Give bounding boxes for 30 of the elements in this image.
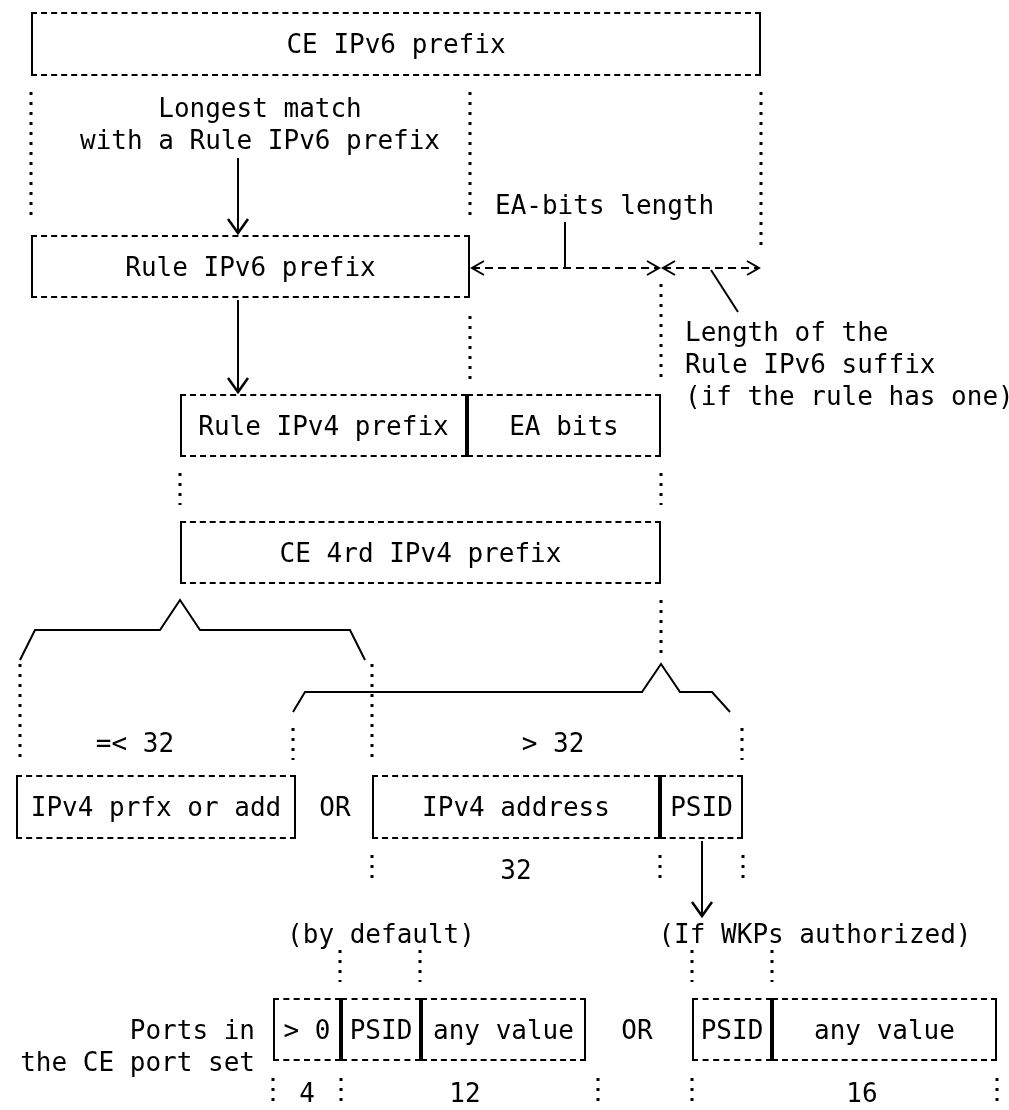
address-field: IPv4 address <box>372 775 660 839</box>
prefix-field: Rule IPv4 prefix <box>180 394 467 457</box>
prefix-field: CE 4rd IPv4 prefix <box>180 521 661 584</box>
arrow <box>690 840 714 918</box>
size-label: 4 <box>299 1077 315 1109</box>
condition-text: (If WKPs authorized) <box>658 918 972 950</box>
port-field: any value <box>772 998 997 1061</box>
arrow <box>226 157 250 235</box>
dimension-label: Length of the Rule IPv6 suffix (if the rule has one) <box>685 316 1009 412</box>
prefix-field: Rule IPv6 prefix <box>31 235 470 298</box>
address-field: IPv4 prfx or add <box>16 775 296 839</box>
prefix-field: CE IPv6 prefix <box>31 12 761 76</box>
size-label: 32 <box>500 854 532 886</box>
size-label: > 32 <box>521 727 585 759</box>
or-label: OR <box>319 791 351 823</box>
or-label: OR <box>621 1014 653 1046</box>
size-label: =< 32 <box>95 727 175 759</box>
condition-text: (by default) <box>287 918 475 950</box>
psid-field: PSID <box>660 775 743 839</box>
size-label: 12 <box>449 1077 481 1109</box>
bits-field: EA bits <box>467 394 661 457</box>
row-label: Ports in the CE port set <box>20 1014 255 1078</box>
step-text: Longest match with a Rule IPv6 prefix <box>80 92 440 156</box>
psid-field: PSID <box>341 998 421 1061</box>
port-field: any value <box>421 998 586 1061</box>
port-field: > 0 <box>273 998 341 1061</box>
dimension-label: EA-bits length <box>495 189 715 221</box>
arrow <box>226 299 250 394</box>
size-label: 16 <box>846 1077 878 1109</box>
psid-field: PSID <box>692 998 772 1061</box>
